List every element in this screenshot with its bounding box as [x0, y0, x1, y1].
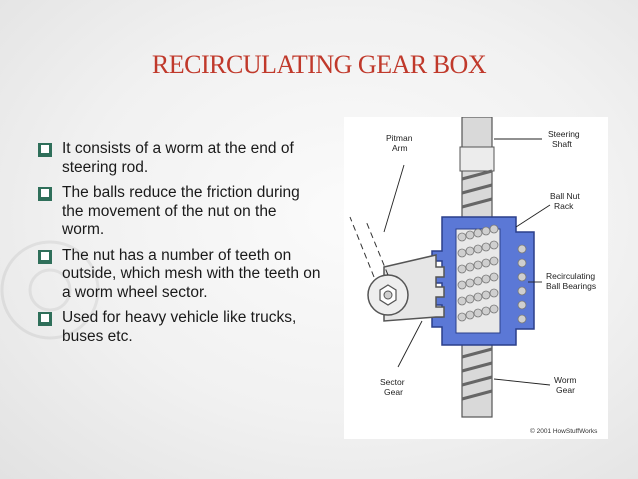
label-worm-gear-1: Worm [554, 375, 577, 385]
label-worm-gear-2: Gear [556, 385, 575, 395]
bullet-list: It consists of a worm at the end of stee… [38, 140, 323, 353]
hollow-square-bullet-icon [38, 187, 52, 201]
slide-title: RECIRCULATING GEAR BOX [151, 50, 487, 79]
hollow-square-bullet-icon [38, 249, 52, 264]
hollow-square-bullet-icon [38, 143, 52, 157]
label-pitman-arm-1: Pitman [386, 133, 413, 143]
worm-threads [461, 169, 493, 401]
label-ball-nut-2: Rack [554, 201, 574, 211]
bullet-item: It consists of a worm at the end of stee… [38, 140, 323, 177]
bullet-text: It consists of a worm at the end of stee… [62, 140, 294, 176]
steering-gearbox-diagram: Pitman Arm Steering Shaft Ball Nut Rack … [344, 117, 608, 439]
bullet-text: The nut has a number of teeth on outside… [62, 246, 321, 301]
hollow-square-bullet-icon [38, 312, 52, 326]
copyright-text: © 2001 HowStuffWorks [530, 427, 598, 435]
pitman-arm-outline [349, 216, 389, 278]
bullet-text: The balls reduce the friction during the… [62, 184, 300, 238]
label-recirculating-1: Recirculating [546, 271, 595, 281]
bullet-item: The balls reduce the friction during the… [38, 184, 323, 240]
label-ball-nut-1: Ball Nut [550, 191, 580, 201]
diagram-svg: Pitman Arm Steering Shaft Ball Nut Rack … [349, 117, 598, 435]
label-recirculating-2: Ball Bearings [546, 281, 596, 291]
bullet-item: Used for heavy vehicle like trucks, buse… [38, 309, 323, 346]
label-sector-gear-2: Gear [384, 387, 403, 397]
label-pitman-arm-2: Arm [392, 143, 408, 153]
label-steering-shaft-1: Steering [548, 129, 580, 139]
label-sector-gear-1: Sector [380, 377, 405, 387]
label-steering-shaft-2: Shaft [552, 139, 572, 149]
callout-lines [383, 138, 551, 386]
ball-bearings [457, 224, 527, 324]
shaft-collar [459, 146, 495, 172]
bullet-item: The nut has a number of teeth on outside… [38, 247, 323, 303]
bullet-text: Used for heavy vehicle like trucks, buse… [62, 309, 297, 345]
hub-center [383, 290, 393, 300]
background-watermark [0, 240, 100, 340]
